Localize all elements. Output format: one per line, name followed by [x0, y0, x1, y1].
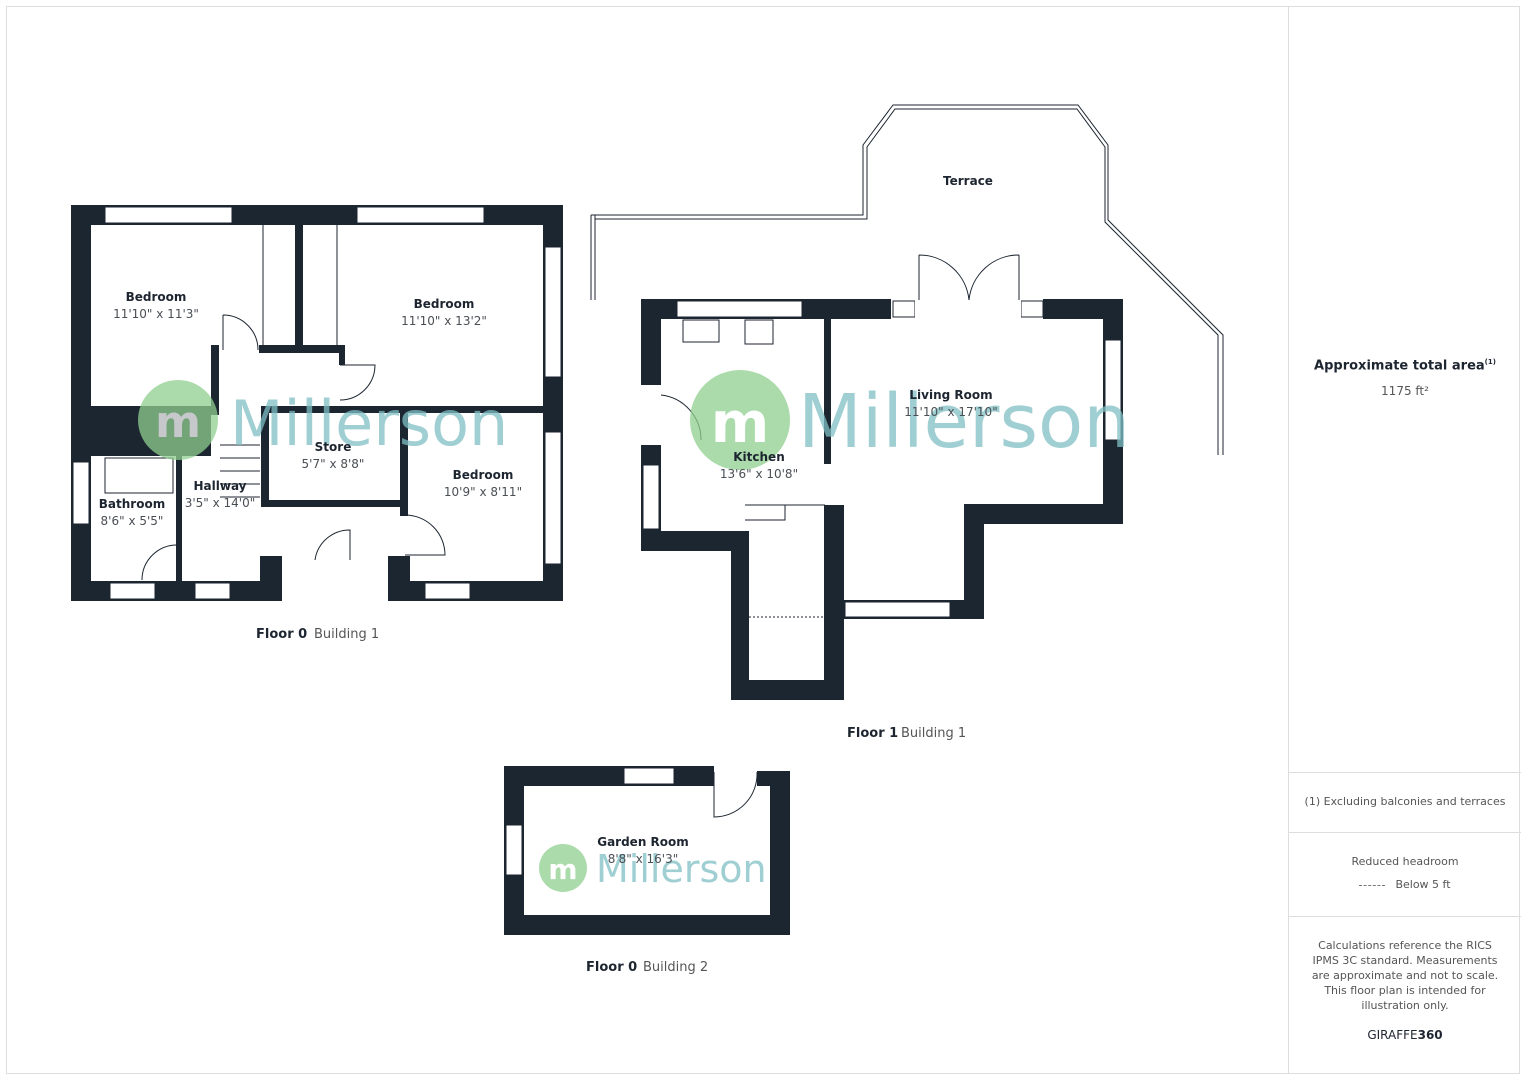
disclaimer: Calculations reference the RICS IPMS 3C …	[1311, 939, 1499, 1012]
room-name: Kitchen	[733, 450, 785, 464]
divider	[1289, 772, 1521, 773]
legend-item-text: Below 5 ft	[1395, 878, 1451, 891]
door	[314, 529, 351, 561]
svg-text:m: m	[548, 853, 577, 886]
room-name: Bathroom	[99, 497, 165, 511]
area-value: 1175 ft²	[1381, 384, 1429, 398]
floor-label: Floor 0	[256, 627, 307, 642]
room-name: Hallway	[193, 479, 246, 493]
watermark-text: Millerson	[798, 379, 1130, 465]
room-dims: 8'8" x 16'3"	[608, 852, 679, 866]
dashed-line-icon	[1359, 884, 1386, 886]
window	[544, 431, 562, 565]
room-dims: 11'10" x 13'2"	[401, 314, 487, 328]
floor-label: Floor 1	[847, 726, 898, 741]
room-name: Store	[315, 440, 352, 454]
giraffe360-logo: GIRAFFE360	[1289, 1028, 1521, 1042]
door	[404, 514, 446, 556]
room-name: Garden Room	[597, 835, 689, 849]
svg-text:m: m	[711, 391, 769, 456]
legend-item: Below 5 ft	[1289, 878, 1521, 891]
floor1-building1-plan	[590, 104, 1224, 700]
room-dims: 3'5" x 14'0"	[185, 496, 256, 510]
divider	[1289, 916, 1521, 917]
terrace-outline	[590, 104, 1224, 455]
watermark-text: Millerson	[230, 387, 508, 460]
room-name: Living Room	[909, 388, 992, 402]
window	[72, 461, 90, 525]
door	[222, 314, 259, 351]
window	[424, 582, 471, 600]
entrance	[280, 560, 388, 605]
room-name: Bedroom	[126, 290, 187, 304]
floor-label: Floor 0	[586, 960, 637, 975]
room-name: Bedroom	[414, 297, 475, 311]
legend-title: Reduced headroom	[1351, 855, 1459, 868]
area-title: Approximate total area(1)	[1289, 358, 1521, 373]
watermark-logo: m m m	[138, 370, 790, 892]
window	[194, 582, 231, 600]
wall	[71, 205, 91, 601]
room-dims: 13'6" x 10'8"	[720, 467, 798, 481]
page-frame	[6, 6, 1520, 1074]
room-dims: 5'7" x 8'8"	[302, 457, 365, 471]
logo-part: GIRAFFE	[1367, 1028, 1418, 1042]
room-dims: 11'10" x 17'10"	[904, 405, 997, 419]
building-label: Building 1	[314, 627, 379, 642]
watermark-text: Millerson	[596, 847, 767, 891]
svg-text:m: m	[155, 397, 201, 448]
divider	[1289, 832, 1521, 833]
room-dims: 8'6" x 5'5"	[101, 514, 164, 528]
window	[109, 582, 156, 600]
room-name: Terrace	[943, 174, 993, 188]
room-dims: 10'9" x 8'11"	[444, 485, 522, 499]
door	[339, 364, 376, 401]
floor0-building2-plan	[504, 766, 790, 935]
room-dims: 11'10" x 11'3"	[113, 307, 199, 321]
area-title-text: Approximate total area	[1314, 358, 1485, 374]
info-sidebar: Approximate total area(1) 1175 ft² (1) E…	[1288, 6, 1521, 1074]
building-label: Building 1	[901, 726, 966, 741]
footnote: (1) Excluding balconies and terraces	[1304, 795, 1506, 808]
door	[141, 544, 178, 581]
room-name: Bedroom	[453, 468, 514, 482]
building-label: Building 2	[643, 960, 708, 975]
window	[544, 246, 562, 378]
window	[104, 206, 233, 224]
logo-part: 360	[1417, 1028, 1443, 1042]
window	[356, 206, 485, 224]
footnote-marker: (1)	[1484, 358, 1496, 366]
